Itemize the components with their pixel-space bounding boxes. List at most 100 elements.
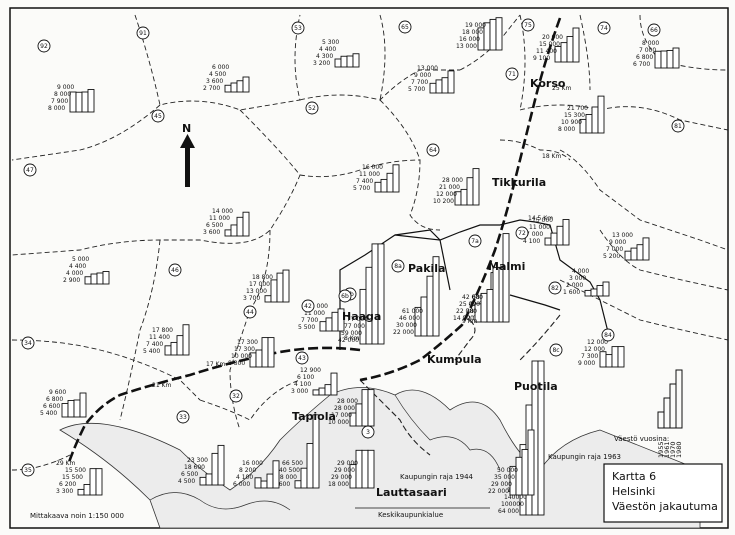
chart-value-label: 11 400 <box>536 48 557 55</box>
chart-bar <box>544 237 552 246</box>
chart-bar <box>340 55 348 68</box>
chart-bar <box>319 321 327 332</box>
place-haaga: Haaga <box>342 310 381 323</box>
chart-bar <box>236 80 244 93</box>
district-code-circle <box>426 143 440 157</box>
central-area-label: Keskikaupunkialue <box>378 511 443 519</box>
chart-value-label: 9 000 <box>578 360 595 367</box>
district-code-label: 43 <box>298 355 306 362</box>
km-marker: 29 Km <box>56 460 75 467</box>
chart-value-label: 25 000 <box>459 301 480 308</box>
chart-value-label: 10 200 <box>433 198 454 205</box>
chart-value-label: 18 000 <box>462 29 483 36</box>
chart-value-label: 15 000 <box>532 217 553 224</box>
chart-bar <box>266 473 274 489</box>
chart-value-label: 66 500 <box>282 460 303 467</box>
district-code: 74 <box>597 21 611 35</box>
chart-bar <box>466 177 474 206</box>
chart-bar <box>597 95 605 134</box>
shoreline <box>149 492 291 511</box>
chart-value-label: 18 000 <box>328 481 349 488</box>
chart-bar <box>95 468 103 496</box>
chart-bar <box>276 272 284 303</box>
district-code: 34 <box>21 336 35 350</box>
chart-bar <box>371 243 379 345</box>
chart-bar <box>330 372 338 396</box>
title-line-2: Helsinki <box>612 485 655 498</box>
chart-value-label: 4 100 <box>236 474 253 481</box>
railways <box>66 17 562 466</box>
chart-bar <box>264 295 272 303</box>
chart-bar <box>272 460 280 489</box>
chart-value-label: 17 300 <box>237 339 258 346</box>
district-code-label: 71 <box>508 71 516 78</box>
chart-value-label: 7 000 <box>526 231 543 238</box>
scale-label: Mittakaava noin 1:150 000 <box>30 512 124 520</box>
north-label: N <box>182 122 191 135</box>
chart-bar <box>591 106 599 134</box>
km-markers: 25 Km 18 Km 14,5 Km 9 Km 8 Km 17 Km 21 K… <box>56 85 571 467</box>
chart-bar <box>566 36 574 63</box>
title-box <box>603 463 723 523</box>
chart-bar <box>521 449 529 496</box>
chart-bar <box>611 346 619 368</box>
chart-value-label: 8 200 <box>239 467 256 474</box>
district-code-label: 6b <box>341 293 349 300</box>
chart-bar <box>282 269 290 303</box>
chart-value-label: 5 500 <box>298 324 315 331</box>
place-lauttasaari: Lauttasaari <box>376 486 447 499</box>
district-code-circle <box>291 21 305 35</box>
district-code: 47 <box>23 163 37 177</box>
chart-value-label: 17 000 <box>331 412 352 419</box>
district-code-label: 75 <box>524 22 532 29</box>
chart-value-label: 18 800 <box>252 274 273 281</box>
chart-value-label: 7 700 <box>411 79 428 86</box>
district-code-circle <box>361 425 375 439</box>
district-code-label: 42 <box>304 303 312 310</box>
chart-value-label: 8 000 <box>558 126 575 133</box>
chart-bar <box>556 225 564 246</box>
km-marker: 21 Km <box>152 382 171 389</box>
chart-bar <box>562 219 570 246</box>
place-korso: Korso <box>530 77 566 90</box>
district-code: 8a <box>391 259 405 273</box>
district-code: 65 <box>398 20 412 34</box>
district-code-label: 32 <box>232 393 240 400</box>
chart-value-label: 4 400 <box>69 263 86 270</box>
chart-value-label: 15 300 <box>564 112 585 119</box>
chart-bar <box>367 389 375 427</box>
chart-bar <box>495 17 503 51</box>
chart-bar <box>242 76 250 93</box>
district-code-label: 8c <box>552 347 559 354</box>
chart-bar <box>374 181 382 193</box>
district-code-circle <box>151 109 165 123</box>
chart-value-label: 12 000 <box>436 191 457 198</box>
place-puotila: Puotila <box>514 380 558 393</box>
chart-bar <box>79 392 87 418</box>
chart-value-label: 3 000 <box>291 388 308 395</box>
chart-bar <box>537 360 545 516</box>
chart-value-label: 42 000 <box>338 337 359 344</box>
district-code-label: 81 <box>674 123 682 130</box>
district-code: 66 <box>647 23 661 37</box>
district-code: 71 <box>505 67 519 81</box>
district-code-label: 46 <box>171 267 179 274</box>
chart-bar <box>584 289 592 297</box>
district-code: 6b <box>338 289 352 303</box>
chart-bar <box>527 429 535 496</box>
chart-bar <box>96 272 104 285</box>
chart-value-label: 4 400 <box>319 46 336 53</box>
chart-value-label: 9 100 <box>533 55 550 62</box>
chart-bar <box>560 42 568 63</box>
chart-bar <box>377 243 385 345</box>
chart-value-label: 3 600 <box>206 78 223 85</box>
place-tapiola: Tapiola <box>292 410 336 423</box>
chart-value-label: 14 000 <box>212 208 233 215</box>
district-code-circle <box>176 410 190 424</box>
chart-value-label: 13 000 <box>456 43 477 50</box>
